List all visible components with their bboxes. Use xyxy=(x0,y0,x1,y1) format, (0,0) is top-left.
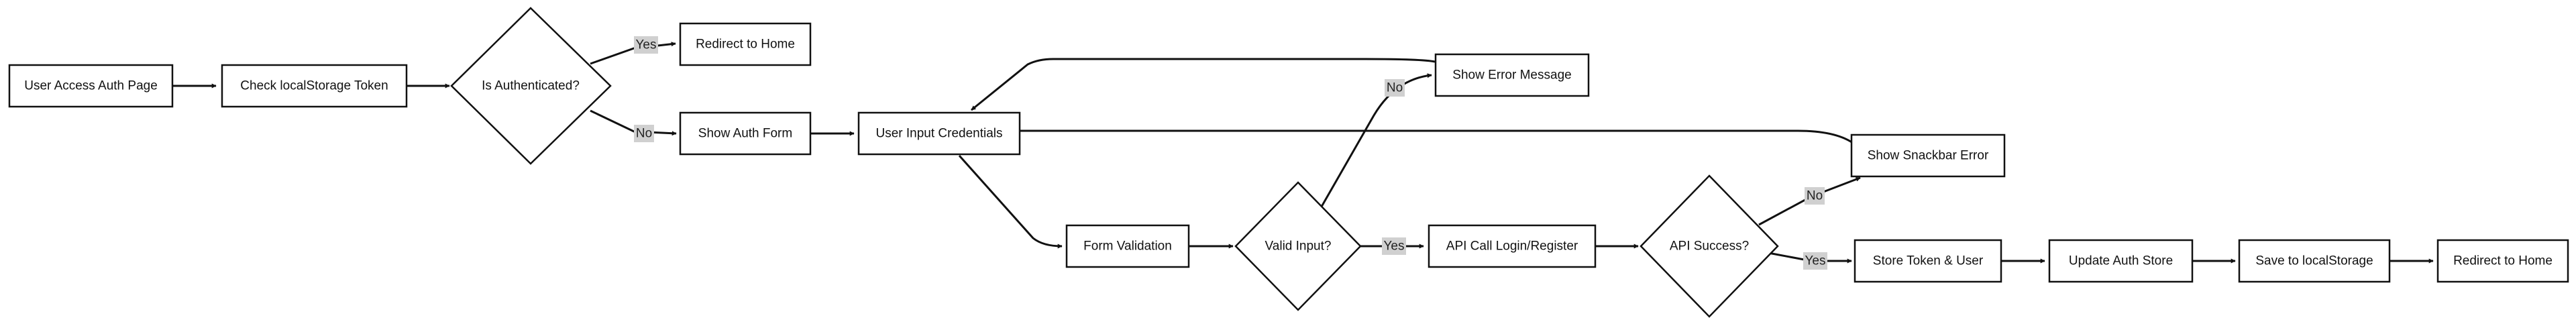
node-box xyxy=(1065,224,1190,268)
edge-label-text: Yes xyxy=(1805,254,1826,268)
node-box xyxy=(679,22,812,66)
decision-diamond xyxy=(450,7,612,165)
node-label: Store Token & User xyxy=(1873,254,1984,268)
node-label: Redirect to Home xyxy=(2453,254,2553,268)
edge-label-background xyxy=(1803,252,1827,270)
edge-label-text: No xyxy=(636,127,652,141)
node-label: Show Auth Form xyxy=(698,127,792,141)
node-label: User Access Auth Page xyxy=(24,79,158,93)
edge-label-text: Yes xyxy=(636,38,657,52)
edge-label-text: No xyxy=(1387,81,1403,95)
edge-label-background xyxy=(634,125,654,142)
node-box xyxy=(2436,239,2569,283)
edge-label-authenticated-no: No xyxy=(634,125,654,142)
edge-label-background xyxy=(634,36,658,54)
edge-authenticated-no xyxy=(590,109,677,136)
node-save-storage[interactable]: Save to localStorage xyxy=(2238,239,2391,283)
node-box xyxy=(1434,53,1590,97)
node-box xyxy=(221,64,408,108)
node-show-auth-form[interactable]: Show Auth Form xyxy=(679,111,812,156)
node-box xyxy=(1854,239,2002,283)
edge-label-success-yes: Yes xyxy=(1803,252,1827,270)
edge-snackbar-to-input xyxy=(1002,128,1854,144)
node-redirect-home-1[interactable]: Redirect to Home xyxy=(679,22,812,66)
node-store-token[interactable]: Store Token & User xyxy=(1854,239,2002,283)
edge-label-background xyxy=(1385,79,1405,97)
node-redirect-home-2[interactable]: Redirect to Home xyxy=(2436,239,2569,283)
node-label: Show Error Message xyxy=(1452,68,1571,83)
decision-diamond xyxy=(1640,174,1779,318)
edge-labels: Yes No No Yes No Yes xyxy=(634,36,1827,270)
node-box xyxy=(1428,224,1597,268)
node-label: API Success? xyxy=(1670,239,1749,254)
node-form-validation[interactable]: Form Validation xyxy=(1065,224,1190,268)
edge-input-to-validation xyxy=(958,155,1063,249)
edge-label-success-no: No xyxy=(1805,187,1825,205)
node-label: Is Authenticated? xyxy=(482,79,580,93)
node-box xyxy=(679,111,812,156)
node-valid-input[interactable]: Valid Input? xyxy=(1234,181,1362,311)
edge-label-valid-yes: Yes xyxy=(1382,237,1406,255)
node-show-error[interactable]: Show Error Message xyxy=(1434,53,1590,97)
node-is-authenticated[interactable]: Is Authenticated? xyxy=(450,7,612,165)
node-label: Update Auth Store xyxy=(2069,254,2173,268)
node-label: Show Snackbar Error xyxy=(1868,149,1989,163)
node-box xyxy=(2238,239,2391,283)
node-check-token[interactable]: Check localStorage Token xyxy=(221,64,408,108)
edge-valid-no xyxy=(1320,73,1432,207)
node-label: Check localStorage Token xyxy=(240,79,388,93)
node-box xyxy=(2048,239,2194,283)
node-box xyxy=(857,111,1021,156)
edge-label-text: No xyxy=(1807,189,1823,203)
node-box xyxy=(8,64,174,108)
node-label: Redirect to Home xyxy=(696,38,795,52)
edge-error-to-input xyxy=(971,58,1436,111)
node-user-access[interactable]: User Access Auth Page xyxy=(8,64,174,108)
edge-authenticated-yes xyxy=(590,42,676,65)
edge-label-background xyxy=(1382,237,1406,255)
node-box xyxy=(1850,133,2006,178)
edge-label-authenticated-yes: Yes xyxy=(634,36,658,54)
edge-label-background xyxy=(1805,187,1825,205)
nodes: User Access Auth Page Check localStorage… xyxy=(8,7,2569,318)
node-label: Valid Input? xyxy=(1265,239,1332,254)
node-user-input[interactable]: User Input Credentials xyxy=(857,111,1021,156)
edge-label-text: Yes xyxy=(1384,239,1405,254)
decision-diamond xyxy=(1234,181,1362,311)
node-label: User Input Credentials xyxy=(875,127,1002,141)
node-label: Form Validation xyxy=(1083,239,1172,254)
node-api-success[interactable]: API Success? xyxy=(1640,174,1779,318)
node-label: API Call Login/Register xyxy=(1446,239,1578,254)
node-api-call[interactable]: API Call Login/Register xyxy=(1428,224,1597,268)
node-update-store[interactable]: Update Auth Store xyxy=(2048,239,2194,283)
edge-label-valid-no: No xyxy=(1385,79,1405,97)
node-label: Save to localStorage xyxy=(2255,254,2373,268)
node-show-snackbar[interactable]: Show Snackbar Error xyxy=(1850,133,2006,178)
